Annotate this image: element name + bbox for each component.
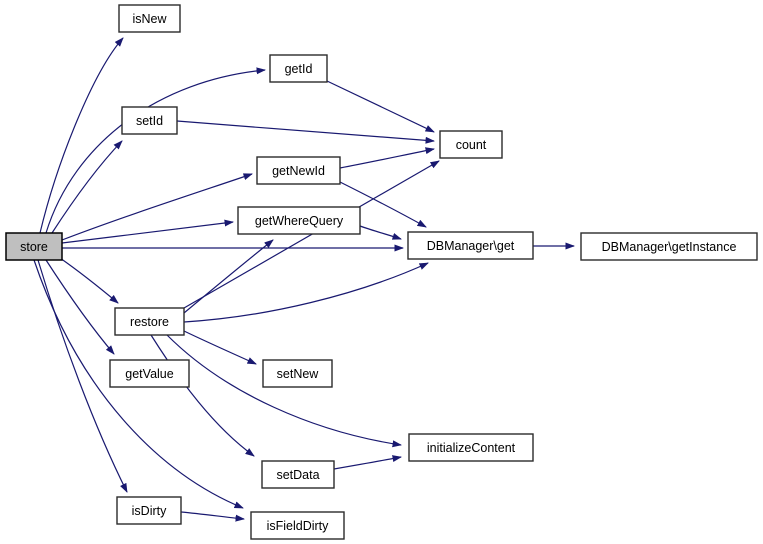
edge-getNewId-to-dbGet: [339, 181, 427, 228]
edge-restore-to-setNew: [183, 330, 257, 365]
node-label-setNew: setNew: [277, 367, 320, 381]
edge-restore-to-initializeContent: [166, 334, 402, 448]
node-box-initializeContent: [408, 433, 534, 462]
edge-getNewId-to-count: [339, 147, 435, 169]
node-setNew[interactable]: setNew: [262, 359, 333, 388]
node-label-restore: restore: [130, 315, 169, 329]
node-box-store: [5, 232, 63, 261]
node-getNewId[interactable]: getNewId: [256, 156, 341, 185]
node-isNew[interactable]: isNew: [118, 4, 181, 33]
node-box-getNewId: [256, 156, 341, 185]
node-box-dbGet: [407, 231, 534, 260]
node-box-isNew: [118, 4, 181, 33]
node-box-getValue: [109, 359, 190, 388]
node-isFieldDirty[interactable]: isFieldDirty: [250, 511, 345, 540]
node-store[interactable]: store: [5, 232, 63, 261]
node-box-dbGetInstance: [580, 232, 758, 261]
node-label-getId: getId: [285, 62, 313, 76]
node-count[interactable]: count: [439, 130, 503, 159]
node-getWhereQuery[interactable]: getWhereQuery: [237, 206, 361, 235]
node-box-setId: [121, 106, 178, 135]
node-box-getWhereQuery: [237, 206, 361, 235]
edge-isDirty-to-isFieldDirty: [180, 511, 245, 522]
node-label-dbGet: DBManager\get: [427, 239, 515, 253]
edge-store-to-getWhereQuery: [61, 219, 234, 244]
node-label-getNewId: getNewId: [272, 164, 325, 178]
edge-store-to-getValue: [45, 259, 115, 355]
node-label-isDirty: isDirty: [132, 504, 167, 518]
edge-store-to-setId: [51, 140, 123, 234]
node-label-getWhereQuery: getWhereQuery: [255, 214, 344, 228]
node-dbGet[interactable]: DBManager\get: [407, 231, 534, 260]
node-label-setId: setId: [136, 114, 163, 128]
node-label-isFieldDirty: isFieldDirty: [267, 519, 330, 533]
node-label-isNew: isNew: [132, 12, 167, 26]
edge-setId-to-count: [176, 120, 435, 144]
edge-store-to-getNewId: [61, 173, 253, 241]
edge-restore-to-setData: [150, 334, 255, 457]
node-box-isFieldDirty: [250, 511, 345, 540]
nodes-layer: store isNew getId setId count getNewId getWher…: [5, 4, 758, 540]
edge-store-to-restore: [59, 257, 119, 304]
node-getId[interactable]: getId: [269, 54, 328, 83]
node-initializeContent[interactable]: initializeContent: [408, 433, 534, 462]
edge-getId-to-count: [326, 80, 435, 133]
node-box-isDirty: [116, 496, 182, 525]
node-isDirty[interactable]: isDirty: [116, 496, 182, 525]
edge-restore-to-dbGet: [183, 262, 429, 323]
node-label-setData: setData: [276, 468, 319, 482]
edge-store-to-isDirty: [37, 259, 128, 493]
node-label-getValue: getValue: [125, 367, 173, 381]
edge-setData-to-initializeContent: [333, 455, 402, 470]
node-label-store: store: [20, 240, 48, 254]
edge-store-to-isNew: [39, 37, 124, 234]
node-setData[interactable]: setData: [261, 460, 335, 489]
node-setId[interactable]: setId: [121, 106, 178, 135]
edge-store-to-isFieldDirty: [33, 259, 244, 509]
node-label-initializeContent: initializeContent: [427, 441, 516, 455]
node-box-restore: [114, 307, 185, 336]
node-box-setData: [261, 460, 335, 489]
node-label-count: count: [456, 138, 487, 152]
edge-getWhereQuery-to-dbGet: [359, 225, 402, 240]
node-label-dbGetInstance: DBManager\getInstance: [602, 240, 737, 254]
edge-store-to-getId: [45, 67, 266, 234]
node-box-getId: [269, 54, 328, 83]
node-getValue[interactable]: getValue: [109, 359, 190, 388]
node-dbGetInstance[interactable]: DBManager\getInstance: [580, 232, 758, 261]
edge-restore-to-getWhereQuery: [183, 239, 274, 314]
node-restore[interactable]: restore: [114, 307, 185, 336]
node-box-count: [439, 130, 503, 159]
node-box-setNew: [262, 359, 333, 388]
